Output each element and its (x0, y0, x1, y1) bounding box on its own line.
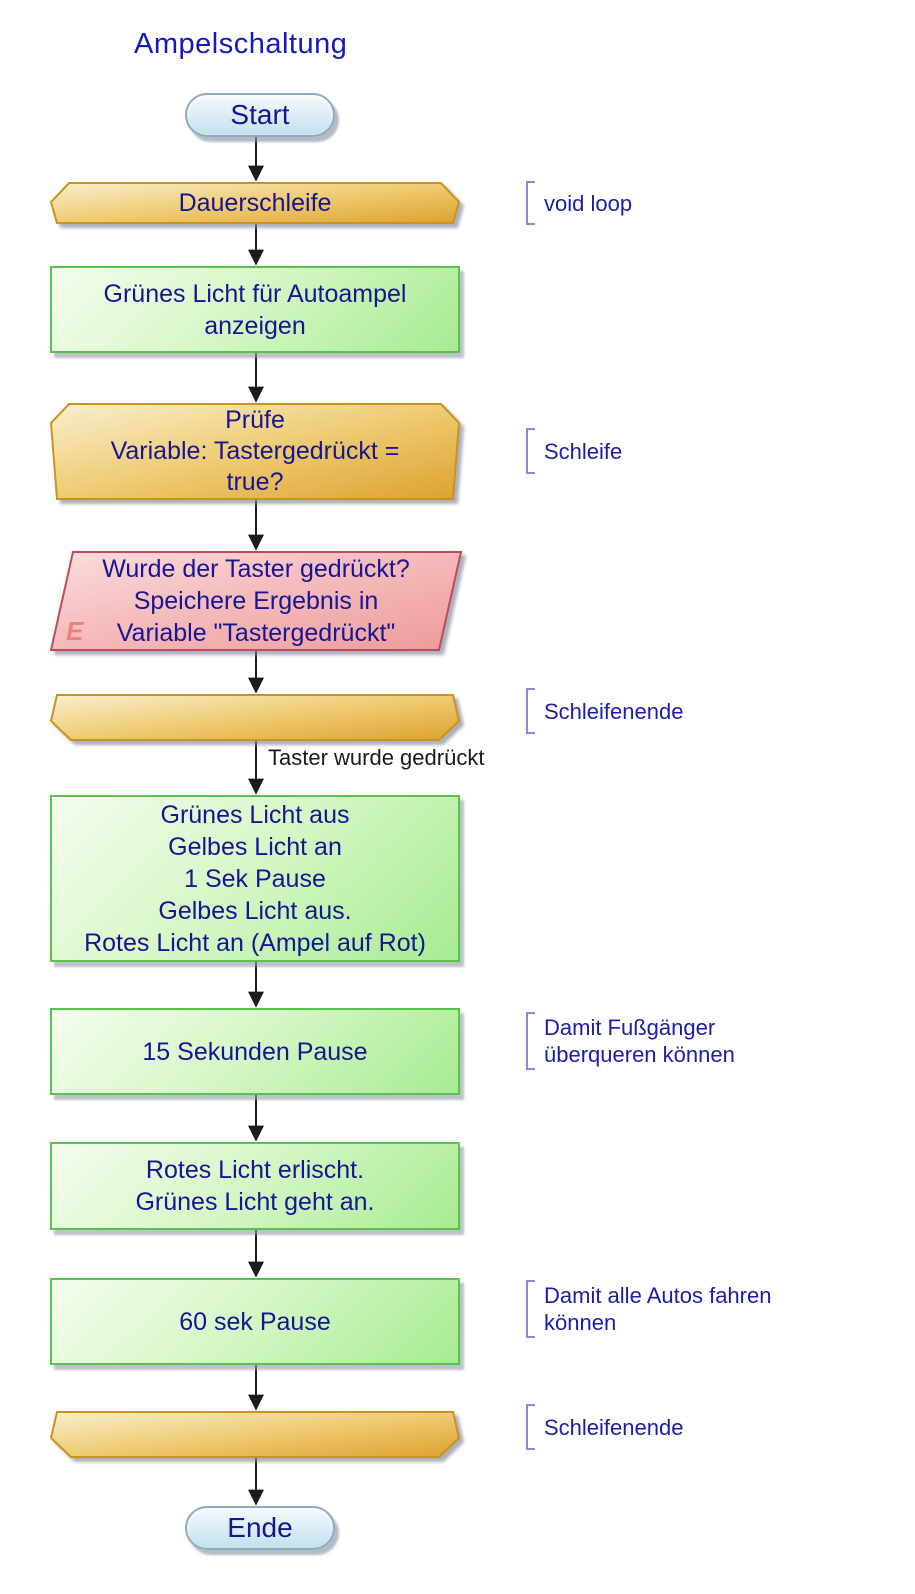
process-line: 1 Sek Pause (184, 864, 326, 893)
process-line: 60 sek Pause (179, 1307, 331, 1336)
loop-check-node[interactable]: Prüfe Variable: Tastergedrückt = true? (50, 403, 460, 500)
process-line: Grünes Licht geht an. (135, 1188, 375, 1216)
start-label: Start (230, 99, 290, 130)
comment-bracket-icon (526, 1404, 535, 1450)
process-line: Grünes Licht aus (160, 800, 350, 829)
comment-schleifenende-main: Schleifenende (526, 1404, 683, 1450)
comment-bracket-icon (526, 428, 535, 474)
comment-wait-60: Damit alle Autos fahren können (526, 1280, 771, 1338)
process-line: anzeigen (204, 311, 306, 340)
comment-bracket-icon (526, 688, 535, 734)
comment-line: überqueren können (544, 1042, 735, 1067)
process-show-green[interactable]: Grünes Licht für Autoampel anzeigen (50, 266, 460, 353)
comment-bracket-icon (526, 1012, 535, 1070)
comment-bracket-icon (526, 1280, 535, 1338)
end-terminal[interactable]: Ende (185, 1506, 335, 1550)
process-switch-to-red[interactable]: Grünes Licht aus Gelbes Licht an 1 Sek P… (50, 795, 460, 962)
loop-start-shape (50, 403, 460, 500)
process-wait-60[interactable]: 60 sek Pause (50, 1278, 460, 1365)
end-label: Ende (227, 1512, 293, 1543)
loop-end-shape (50, 1411, 460, 1458)
comment-schleife: Schleife (526, 428, 622, 474)
process-line: Gelbes Licht aus. (158, 896, 352, 925)
loop-end-main-node[interactable] (50, 1411, 460, 1458)
comment-text: void loop (544, 190, 633, 216)
process-line: Rotes Licht erlischt. (145, 1156, 365, 1184)
comment-line: Damit alle Autos fahren (544, 1283, 772, 1308)
process-line: Gelbes Licht an (168, 832, 342, 861)
diagram-title: Ampelschaltung (134, 28, 348, 60)
comment-schleifenende-inner: Schleifenende (526, 688, 683, 734)
process-line: 15 Sekunden Pause (142, 1037, 368, 1066)
loop-end-shape (50, 694, 460, 741)
comment-bracket-icon (526, 181, 535, 225)
comment-wait-15: Damit Fußgänger überqueren können (526, 1012, 735, 1070)
process-line: Rotes Licht an (Ampel auf Rot) (84, 928, 426, 957)
comment-void-loop: void loop (526, 181, 632, 225)
input-type-badge: E (66, 616, 84, 646)
loop-forever-node[interactable]: Dauerschleife (50, 182, 460, 224)
process-back-to-green[interactable]: Rotes Licht erlischt. Grünes Licht geht … (50, 1142, 460, 1230)
edge-label: Taster wurde gedrückt (268, 745, 485, 770)
input-read-button-node[interactable]: Wurde der Taster gedrückt? Speichere Erg… (50, 551, 462, 651)
loop-start-shape (50, 182, 460, 224)
process-line: Grünes Licht für Autoampel (103, 279, 407, 308)
comment-line: Damit Fußgänger (544, 1015, 716, 1040)
loop-end-inner-node[interactable] (50, 694, 460, 741)
comment-line: können (544, 1310, 617, 1335)
comment-text: Schleife (544, 438, 623, 464)
process-wait-15[interactable]: 15 Sekunden Pause (50, 1008, 460, 1095)
start-terminal[interactable]: Start (185, 93, 335, 137)
comment-text: Schleifenende (544, 1414, 684, 1440)
comment-text: Schleifenende (544, 698, 684, 724)
io-parallelogram-shape (50, 551, 462, 651)
